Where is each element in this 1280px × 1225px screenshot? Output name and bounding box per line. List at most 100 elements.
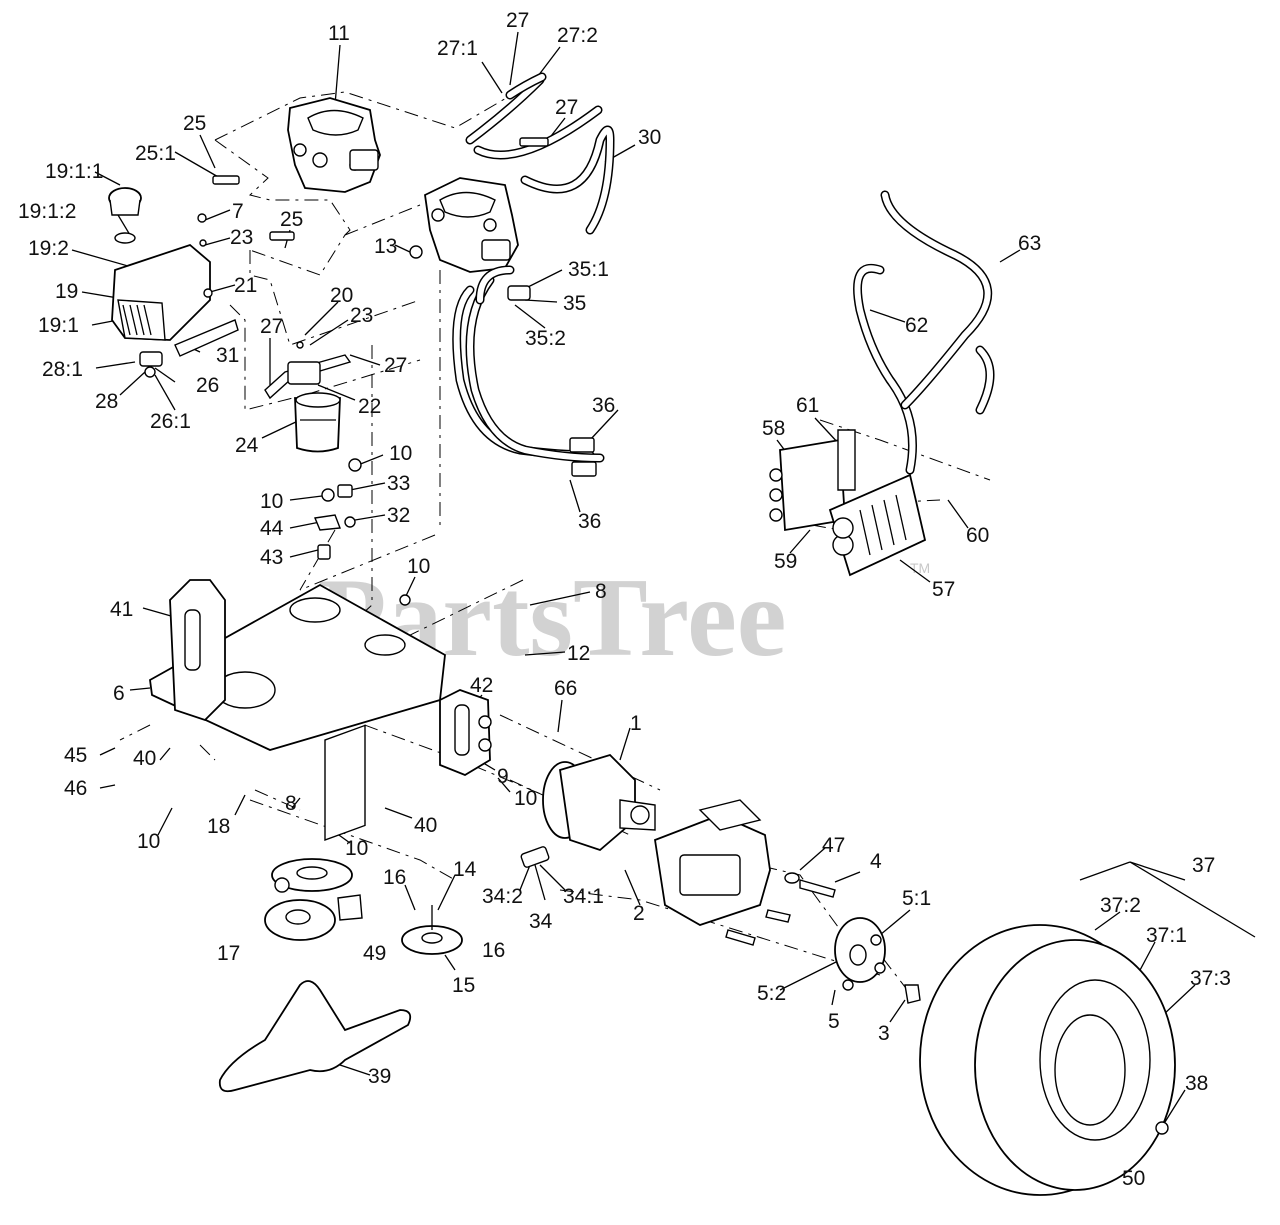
- part-47-4-bolts: [725, 872, 836, 946]
- label-32: 32: [387, 504, 410, 527]
- part-31-hose-28-fitting: [139, 319, 239, 378]
- part-15-pulley: [401, 905, 463, 955]
- part-17-49-idler-assembly: [264, 858, 363, 941]
- label-50: 50: [1122, 1167, 1145, 1190]
- hydraulic-hoses-36: [452, 265, 605, 477]
- label-5-2: 5:2: [757, 982, 786, 1005]
- label-27-1: 27:1: [437, 37, 478, 60]
- part-34-fitting: [520, 846, 550, 868]
- label-10: 10: [389, 442, 412, 465]
- label-22: 22: [358, 395, 381, 418]
- label-57: 57: [932, 578, 955, 601]
- label-19: 19: [55, 280, 78, 303]
- label-19-1-2: 19:1:2: [18, 200, 76, 223]
- label-30: 30: [638, 126, 661, 149]
- label-46: 46: [64, 777, 87, 800]
- hydraulic-hoses-upper: [465, 72, 615, 235]
- label-66: 66: [554, 677, 577, 700]
- label-6: 6: [113, 682, 125, 705]
- label-23: 23: [230, 226, 253, 249]
- label-20: 20: [330, 284, 353, 307]
- label-45: 45: [64, 744, 87, 767]
- hub-carrier-housing: [654, 799, 771, 926]
- label-27: 27: [506, 9, 529, 32]
- label-18: 18: [207, 815, 230, 838]
- part-19-reservoir: [108, 187, 211, 341]
- part-57-58-cooler: [769, 429, 927, 577]
- label-35-1: 35:1: [568, 258, 609, 281]
- label-36: 36: [578, 510, 601, 533]
- label-37: 37: [1192, 854, 1215, 877]
- label-3: 3: [878, 1022, 890, 1045]
- label-10: 10: [137, 830, 160, 853]
- label-44: 44: [260, 517, 284, 540]
- part-1-wheel-motor: [542, 753, 656, 852]
- label-34-2: 34:2: [482, 885, 523, 908]
- watermark-tm: TM: [910, 560, 930, 576]
- label-19-1-1: 19:1:1: [45, 160, 103, 183]
- label-35-2: 35:2: [525, 327, 566, 350]
- label-4: 4: [870, 850, 882, 873]
- label-28-1: 28:1: [42, 358, 83, 381]
- label-21: 21: [234, 274, 257, 297]
- part-22-24-filter-assembly: [264, 354, 352, 453]
- label-27: 27: [555, 96, 578, 119]
- label-37-1: 37:1: [1146, 924, 1187, 947]
- label-10: 10: [514, 787, 537, 810]
- label-5: 5: [828, 1010, 840, 1033]
- label-8: 8: [595, 580, 607, 603]
- part-5-hub: [834, 917, 921, 1004]
- label-19-2: 19:2: [28, 237, 69, 260]
- part-labels: 11 27 27:1 27:2 27 30 25 2 5:1 19:1:1 19:…: [18, 9, 1231, 1190]
- label-43: 43: [260, 546, 283, 569]
- label-23: 23: [350, 304, 373, 327]
- label-33: 33: [387, 472, 410, 495]
- label-24: 24: [235, 434, 259, 457]
- label-42: 42: [470, 674, 493, 697]
- part-pump-lower: [409, 177, 519, 273]
- label-49: 49: [363, 942, 386, 965]
- label-39: 39: [368, 1065, 391, 1088]
- label-2: 2: [633, 902, 645, 925]
- label-41: 41: [110, 598, 133, 621]
- label-17: 17: [217, 942, 240, 965]
- label-31: 31: [216, 344, 239, 367]
- label-34: 34: [529, 910, 553, 933]
- label-12: 12: [567, 642, 590, 665]
- part-42-bracket: [439, 689, 492, 777]
- label-26-1: 26:1: [150, 410, 191, 433]
- label-7: 7: [232, 200, 244, 223]
- label-10: 10: [407, 555, 430, 578]
- label-59: 59: [774, 550, 797, 573]
- label-19-1: 19:1: [38, 314, 79, 337]
- label-35: 35: [563, 292, 586, 315]
- label-63: 63: [1018, 232, 1041, 255]
- label-58: 58: [762, 417, 785, 440]
- label-10: 10: [345, 837, 368, 860]
- label-27: 27: [260, 315, 283, 338]
- label-11: 11: [328, 22, 350, 45]
- small-hardware-top: [197, 137, 549, 606]
- label-40: 40: [133, 747, 156, 770]
- label-15: 15: [452, 974, 475, 997]
- label-34-1: 34:1: [563, 885, 604, 908]
- label-62: 62: [905, 314, 928, 337]
- label-14: 14: [453, 858, 477, 881]
- label-36: 36: [592, 394, 615, 417]
- label-37-3: 37:3: [1190, 967, 1231, 990]
- label-5-1: 5:1: [902, 887, 931, 910]
- label-27: 27: [384, 354, 407, 377]
- part-39-belt: [218, 980, 412, 1093]
- label-27-2: 27:2: [557, 24, 598, 47]
- label-9: 9: [497, 765, 509, 788]
- label-47: 47: [822, 834, 845, 857]
- label-25: 25: [280, 208, 303, 231]
- part-37-tire: [919, 924, 1176, 1196]
- label-37-2: 37:2: [1100, 894, 1141, 917]
- label-10: 10: [260, 490, 283, 513]
- part-11-hydraulic-pump-upper: [287, 97, 381, 193]
- label-40: 40: [414, 814, 437, 837]
- label-16: 16: [383, 866, 406, 889]
- label-13: 13: [374, 235, 397, 258]
- part-41-bracket: [169, 579, 226, 722]
